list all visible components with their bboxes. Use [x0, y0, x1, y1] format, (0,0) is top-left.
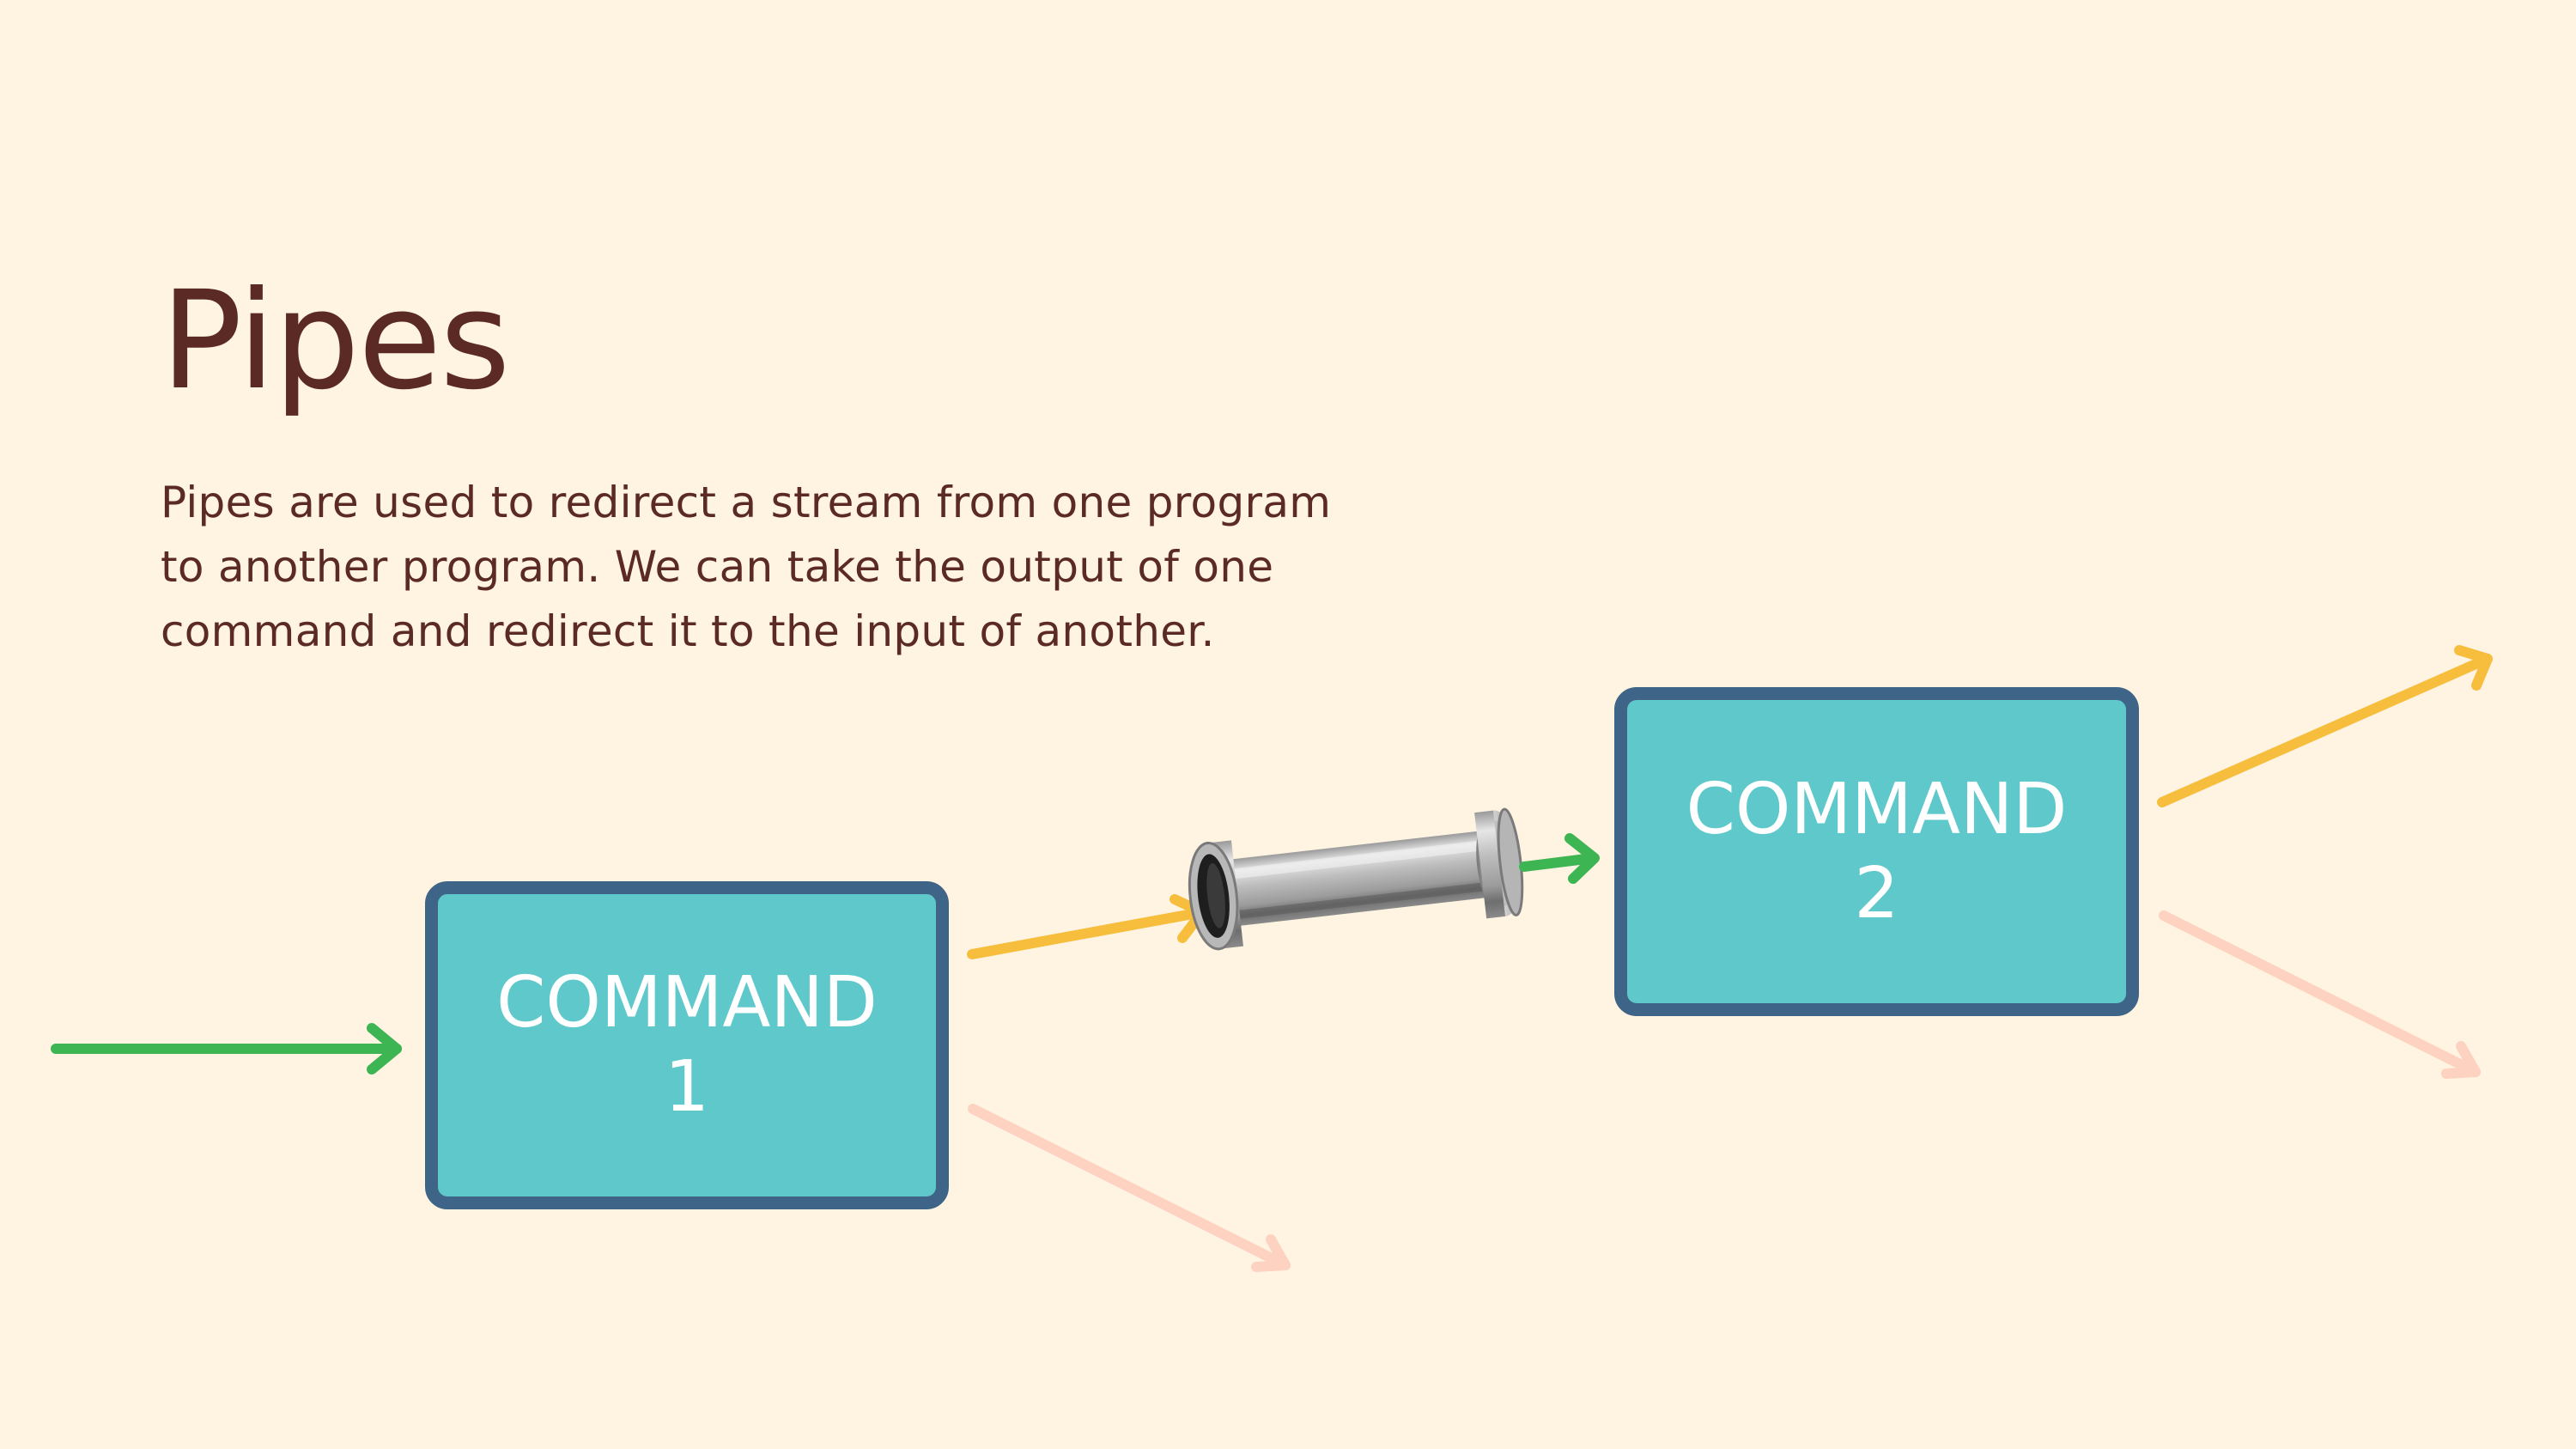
stdout-arrow-2	[2157, 645, 2493, 807]
stderr-arrow-1	[968, 1104, 1291, 1272]
command-1-word: COMMAND	[496, 962, 878, 1044]
slide-description: Pipes are used to redirect a stream from…	[161, 478, 1332, 656]
command-2-box: COMMAND 2	[1614, 687, 2139, 1016]
pipe-icon	[1188, 807, 1524, 951]
command-1-number: 1	[664, 1046, 710, 1128]
stderr-arrow-2	[2159, 910, 2481, 1079]
command-1-box: COMMAND 1	[425, 881, 949, 1209]
stdout-arrow-1	[967, 894, 1207, 959]
pipe-to-command2-arrow	[1519, 833, 1600, 884]
command-2-word: COMMAND	[1686, 768, 2068, 850]
stdin-arrow	[51, 1023, 402, 1075]
command-2-number: 2	[1854, 852, 1899, 935]
slide-title: Pipes	[161, 262, 511, 420]
